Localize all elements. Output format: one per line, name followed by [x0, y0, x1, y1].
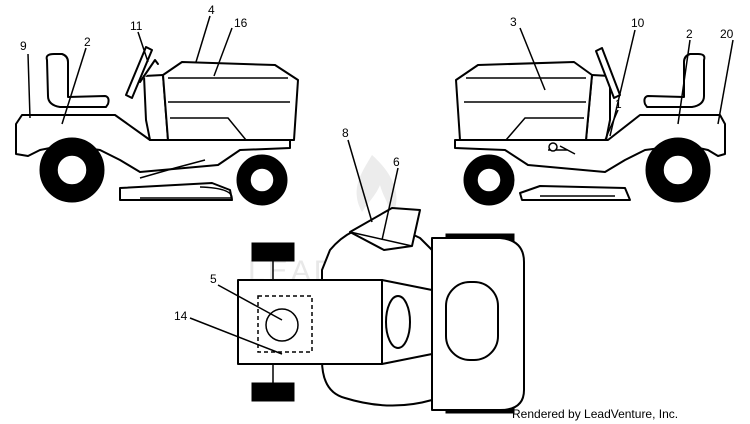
leader-14 — [189, 317, 283, 355]
left-mower-steering-wheel — [125, 46, 153, 99]
left-mower-discharge — [140, 186, 233, 199]
callout-1: 1 — [615, 97, 622, 111]
leader-9 — [27, 53, 31, 119]
left-mower-body — [15, 114, 291, 173]
callout-6: 6 — [393, 155, 400, 169]
leader-4 — [195, 15, 211, 63]
callout-5: 5 — [210, 272, 217, 286]
right-mower-seat — [643, 53, 706, 108]
top-view-rear-tire-upper — [251, 242, 295, 262]
right-mower-hood-lines — [464, 77, 586, 141]
callout-8: 8 — [342, 126, 349, 140]
leader-5 — [217, 284, 283, 321]
left-mower-hood-lines — [168, 77, 290, 141]
left-mower-front-hub — [249, 167, 275, 193]
right-mower-rear-hub — [662, 154, 694, 186]
right-mower-lever-knob — [548, 142, 558, 152]
top-view-mower — [237, 207, 525, 414]
callout-14: 14 — [174, 309, 188, 323]
leader-3 — [519, 27, 546, 91]
leader-16 — [213, 27, 233, 77]
leader-2-right — [677, 39, 691, 125]
leader-1 — [604, 109, 619, 141]
callout-2-right: 2 — [686, 27, 693, 41]
right-mower-front-hub — [476, 167, 502, 193]
callout-16: 16 — [234, 16, 248, 30]
leader-2-left — [61, 47, 87, 125]
leader-20 — [717, 39, 734, 125]
right-mower-deck — [519, 185, 631, 201]
top-view-fuel-cap — [265, 308, 299, 342]
top-view-chute-line — [349, 231, 413, 247]
callout-20: 20 — [720, 27, 734, 41]
callout-2-left: 2 — [84, 35, 91, 49]
right-mower-body — [454, 114, 726, 173]
leader-8 — [347, 139, 373, 223]
callout-11: 11 — [130, 19, 143, 33]
left-mower-hood — [162, 61, 299, 141]
top-view-hood-grille — [445, 281, 499, 361]
left-mower-rear-hub — [56, 154, 88, 186]
top-view-seat-area — [237, 279, 383, 365]
left-mower-linkage — [139, 159, 206, 179]
left-mower — [15, 46, 299, 206]
left-mower-seat — [45, 53, 110, 108]
leader-11 — [137, 31, 149, 63]
top-view-steering-wheel — [385, 295, 411, 349]
callout-9: 9 — [20, 39, 27, 53]
left-mower-steering-column — [139, 59, 159, 83]
callout-4: 4 — [208, 3, 215, 17]
right-mower-steering-wheel — [595, 47, 621, 99]
credit-text: Rendered by LeadVenture, Inc. — [512, 407, 678, 421]
top-view-decal-outline — [257, 295, 313, 353]
right-mower-dash — [585, 74, 611, 141]
callout-3: 3 — [510, 15, 517, 29]
right-mower — [454, 47, 726, 206]
callout-10: 10 — [631, 16, 645, 30]
left-mower-dash — [143, 74, 169, 141]
leader-6 — [381, 167, 399, 241]
right-mower-hood — [455, 61, 593, 141]
callout-labels: 9 2 11 4 16 3 10 2 20 1 8 6 5 14 — [20, 3, 734, 323]
top-view-rear-tire-lower — [251, 382, 295, 402]
leader-lines — [27, 15, 734, 355]
